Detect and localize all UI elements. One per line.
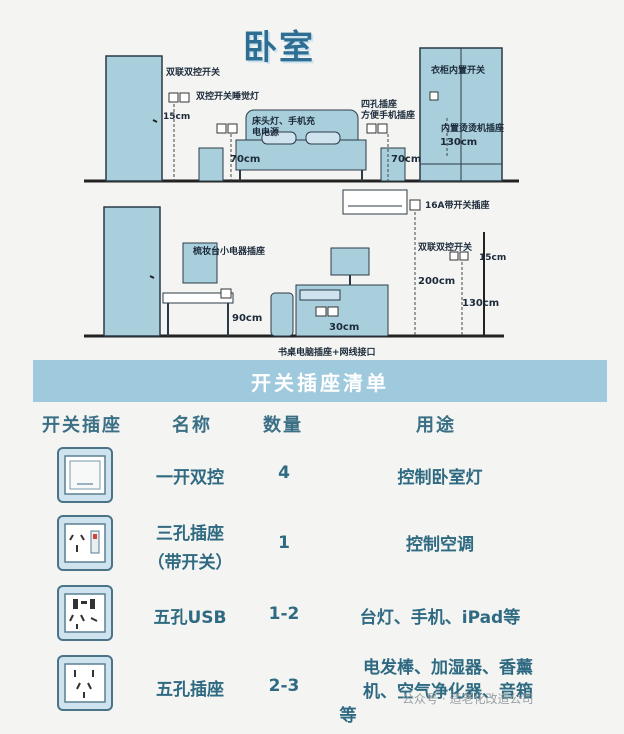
label-height-200: 200cm (418, 276, 456, 287)
row4-qty: 2-3 (268, 676, 300, 696)
row4-use-line1: 电发棒、加湿器、香薰 (363, 658, 533, 678)
header-name: 名称 (172, 415, 212, 436)
banner-title: 开关插座清单 (251, 370, 389, 395)
air-conditioner (342, 189, 408, 215)
label-four-hole: 四孔插座 (361, 100, 398, 110)
label-height-90: 90cm (232, 313, 263, 324)
label-height-70-right: 70cm (391, 154, 422, 165)
label-ac-socket: 16A带开关插座 (425, 201, 490, 211)
label-wardrobe-switch: 衣柜内置开关 (431, 66, 486, 76)
label-height-70-left: 70cm (230, 154, 261, 165)
socket-icon (377, 123, 388, 134)
row2-name-line2: （带开关） (147, 553, 233, 573)
socket-icon (216, 123, 227, 134)
label-height-130-right: 130cm (462, 298, 500, 309)
label-dryer-socket: 内置烫烫机插座 (441, 124, 505, 134)
checklist-banner: 开关插座清单 (33, 360, 607, 402)
bed-base (235, 139, 367, 171)
nightstand-left (198, 147, 224, 182)
row1-name: 一开双控 (156, 468, 224, 488)
row1-use: 控制卧室灯 (397, 468, 483, 488)
label-height-15-right: 15cm (479, 253, 507, 263)
chair (270, 292, 294, 337)
label-phone-socket: 方便手机插座 (361, 111, 416, 121)
mirror (182, 242, 218, 284)
label-dual-switch-2: 双联双控开关 (418, 243, 473, 253)
switch-icon (179, 92, 190, 103)
row1-qty: 4 (278, 463, 290, 483)
label-bedside-light: 床头灯、手机充 (252, 117, 316, 127)
row2-use: 控制空调 (406, 535, 474, 555)
three-hole-switched-socket-icon (57, 515, 113, 571)
switch-icon (168, 92, 179, 103)
socket-icon (366, 123, 377, 134)
watermark: 公众号 · 适老化改造公司 (402, 692, 534, 706)
label-height-130-top: 130cm (440, 137, 478, 148)
row3-name: 五孔USB (153, 608, 227, 628)
socket-icon (227, 123, 238, 134)
label-dual-switch: 双联双控开关 (166, 68, 221, 78)
row2-name-line1: 三孔插座 (156, 524, 224, 544)
header-socket: 开关插座 (42, 415, 122, 436)
room-title: 卧室 (243, 28, 315, 68)
wardrobe-left (105, 55, 163, 182)
row4-use-line2: 机、空气净化器、音箱 (363, 682, 533, 702)
label-desk-socket: 书桌电脑插座+网线接口 (278, 348, 376, 358)
row2-qty: 1 (278, 533, 290, 553)
label-bed-light-switch: 双控开关睡觉灯 (196, 92, 260, 102)
header-qty: 数量 (263, 415, 303, 436)
row4-name: 五孔插座 (156, 680, 224, 700)
nightstand-right (380, 147, 406, 182)
pillow (305, 131, 341, 145)
label-dressing-socket: 梳妆台小电器插座 (193, 247, 266, 257)
label-height-15: 15cm (163, 112, 191, 122)
diagram-drawing (84, 47, 519, 338)
pillow (261, 131, 297, 145)
five-hole-socket-icon (57, 655, 113, 711)
wardrobe-bottom (103, 206, 161, 337)
label-height-30: 30cm (329, 322, 360, 333)
header-use: 用途 (416, 415, 456, 436)
five-hole-usb-socket-icon (57, 585, 113, 641)
single-dual-switch-icon (57, 447, 113, 503)
monitor (330, 247, 370, 276)
vanity-top (162, 292, 234, 304)
label-power: 电电源 (252, 128, 280, 138)
bedroom-diagram: 卧室 双联双控开关 双控开关睡觉灯 15cm 床头灯、手机充 电电源 四孔插座 … (0, 0, 624, 358)
row3-use: 台灯、手机、iPad等 (359, 608, 521, 628)
row4-use-line3: 等 (339, 706, 357, 726)
row3-qty: 1-2 (268, 604, 300, 624)
